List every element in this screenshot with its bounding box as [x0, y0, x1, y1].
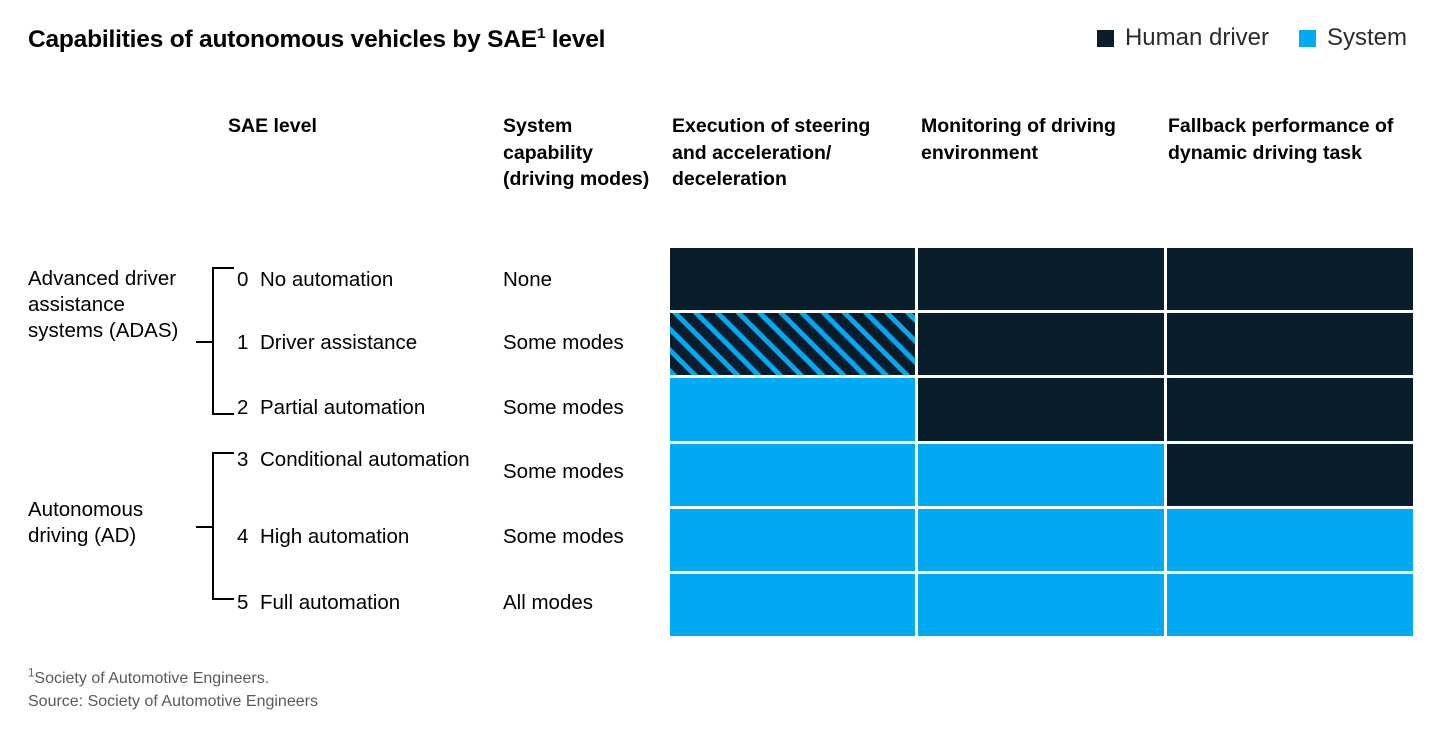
row-capability-0: None: [503, 268, 553, 291]
column-header-monitoring: Monitoring of driving environment: [921, 115, 1116, 164]
page-title-tail: level: [545, 26, 606, 53]
matrix-cell-0-monitoring[interactable]: [918, 248, 1164, 311]
row-label-4: High automation: [260, 525, 410, 548]
legend-item-system[interactable]: System: [1298, 24, 1407, 51]
row-label-5: Full automation: [260, 591, 401, 614]
page-title-footnote-marker: 1: [536, 24, 546, 42]
bracket-arm-bottom: [212, 413, 234, 415]
row-capability-3: Some modes: [503, 460, 624, 483]
bracket-tick: [196, 526, 212, 528]
legend-item-human-driver[interactable]: Human driver: [1096, 24, 1269, 51]
bracket-arm-top: [212, 452, 234, 454]
column-header-sae-level: SAE level: [228, 115, 317, 137]
matrix-cell-4-fallback[interactable]: [1167, 508, 1413, 571]
matrix-cell-2-monitoring[interactable]: [918, 378, 1164, 441]
column-header-system-capability: System capability (driving modes): [503, 115, 650, 191]
matrix-cell-1-monitoring[interactable]: [918, 313, 1164, 376]
row-capability-5: All modes: [503, 591, 594, 614]
legend-swatch-system: [1298, 29, 1316, 47]
matrix-cell-1-execution[interactable]: [670, 313, 915, 376]
matrix-cell-0-execution[interactable]: [670, 248, 915, 311]
matrix-cell-1-fallback[interactable]: [1167, 313, 1413, 376]
bracket-arm-bottom: [212, 598, 234, 600]
row-label-3: Conditional automation: [260, 448, 470, 471]
footnote-marker: 1: [28, 667, 35, 680]
footnote-note: 1Society of Automotive Engineers.: [28, 668, 318, 691]
bracket-bar: [212, 267, 214, 415]
legend: Human driver System: [1096, 24, 1407, 51]
matrix-cell-3-execution[interactable]: [670, 443, 915, 506]
footnote-source: Source: Society of Automotive Engineers: [28, 692, 318, 710]
row-label-0: No automation: [260, 268, 394, 291]
row-label-2: Partial automation: [260, 396, 426, 419]
bracket-arm-top: [212, 267, 234, 269]
matrix-cell-5-monitoring[interactable]: [918, 573, 1164, 636]
column-header-execution: Execution of steering and acceleration/ …: [672, 115, 871, 191]
bracket-tick: [196, 341, 212, 343]
bracket-bar: [212, 452, 214, 600]
row-label-1: Driver assistance: [260, 331, 418, 354]
row-number-4: 4: [237, 525, 249, 548]
page-title-text: Capabilities of autonomous vehicles by S…: [28, 26, 537, 53]
legend-swatch-human-driver: [1096, 29, 1114, 47]
column-header-fallback: Fallback performance of dynamic driving …: [1168, 115, 1394, 164]
legend-label-system: System: [1326, 24, 1407, 51]
group-bracket-adas: [196, 267, 234, 415]
group-bracket-ad: [196, 452, 234, 600]
row-number-2: 2: [237, 396, 249, 419]
row-number-3: 3: [237, 448, 249, 471]
capability-matrix: [670, 248, 1413, 636]
page-title: Capabilities of autonomous vehicles by S…: [28, 26, 605, 54]
group-label-adas: Advanced driver assistance systems (ADAS…: [28, 267, 179, 343]
matrix-cell-2-execution[interactable]: [670, 378, 915, 441]
legend-label-human-driver: Human driver: [1124, 24, 1269, 51]
row-capability-4: Some modes: [503, 525, 624, 548]
matrix-cell-4-monitoring[interactable]: [918, 508, 1164, 571]
matrix-cell-5-execution[interactable]: [670, 573, 915, 636]
matrix-cell-3-monitoring[interactable]: [918, 443, 1164, 506]
group-label-ad: Autonomous driving (AD): [28, 498, 144, 548]
matrix-cell-2-fallback[interactable]: [1167, 378, 1413, 441]
row-number-5: 5: [237, 591, 249, 614]
row-number-1: 1: [237, 331, 249, 354]
matrix-cell-0-fallback[interactable]: [1167, 248, 1413, 311]
matrix-cell-4-execution[interactable]: [670, 508, 915, 571]
row-capability-1: Some modes: [503, 331, 624, 354]
row-capability-2: Some modes: [503, 396, 624, 419]
footnote-note-text: Society of Automotive Engineers.: [34, 670, 270, 687]
matrix-cell-3-fallback[interactable]: [1167, 443, 1413, 506]
footnotes: 1Society of Automotive Engineers. Source…: [28, 668, 318, 713]
row-number-0: 0: [237, 268, 249, 291]
matrix-cell-5-fallback[interactable]: [1167, 573, 1413, 636]
